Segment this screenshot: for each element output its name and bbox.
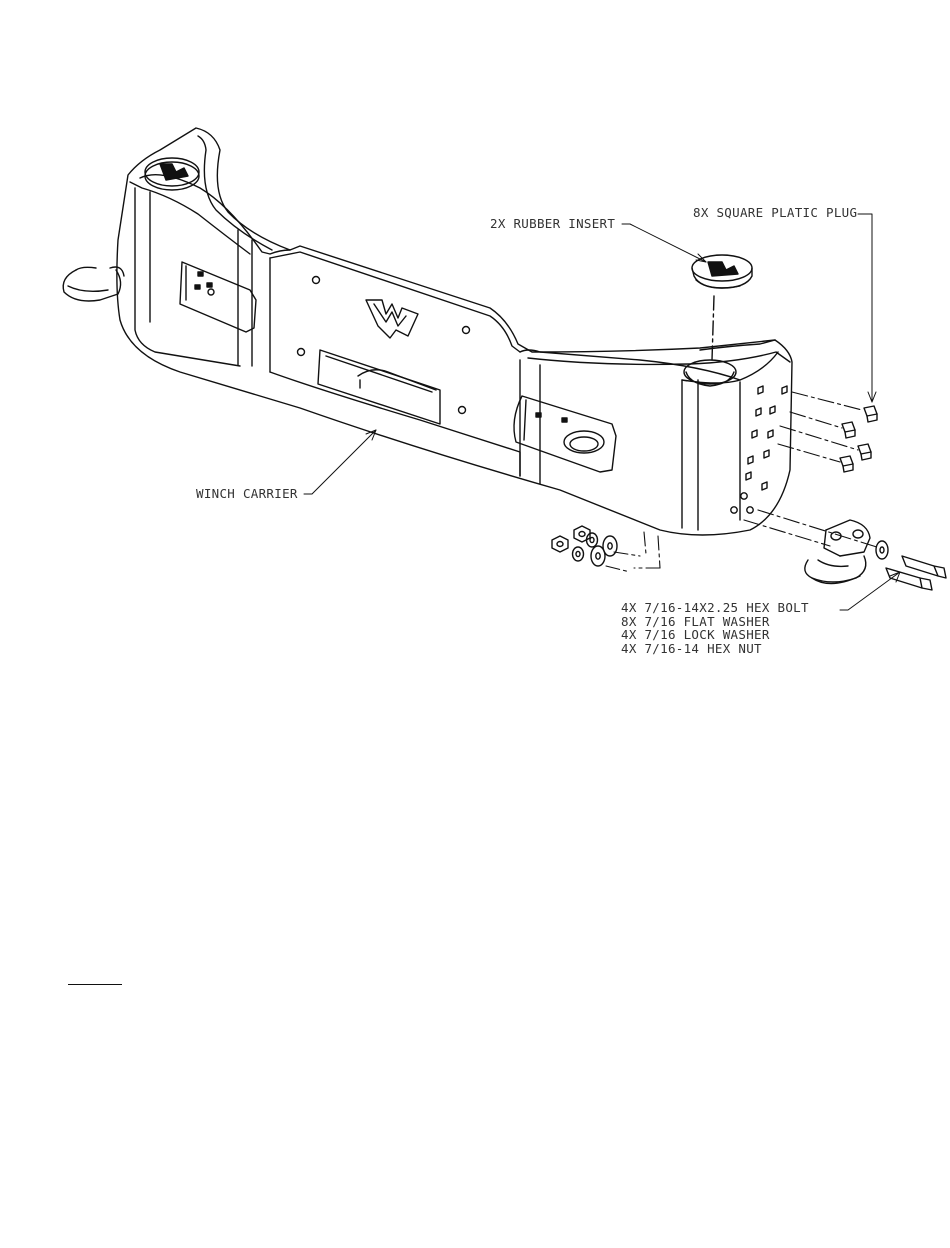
insert-centerline <box>712 296 714 360</box>
flat-washers <box>591 536 617 566</box>
hardware-hex-nut-label: 4X 7/16-14 HEX NUT <box>621 642 809 656</box>
bolt-centerlines <box>744 510 880 548</box>
right-shackle <box>805 520 870 584</box>
lock-washers <box>573 533 598 561</box>
left-top-cap <box>145 158 199 190</box>
winch-carrier-label: WINCH CARRIER <box>196 487 298 501</box>
right-end-holes <box>731 386 787 513</box>
left-shackle <box>63 267 124 301</box>
right-washers <box>876 541 888 559</box>
winch-carrier-body <box>117 128 792 535</box>
square-plugs <box>840 406 877 472</box>
hardware-flat-washer-label: 8X 7/16 FLAT WASHER <box>621 615 809 629</box>
center-plate-details <box>298 277 470 425</box>
square-plug-label: 8X SQUARE PLATIC PLUG <box>693 206 857 220</box>
hardware-lock-washer-label: 4X 7/16 LOCK WASHER <box>621 628 809 642</box>
rubber-insert-label: 2X RUBBER INSERT <box>490 217 615 231</box>
note-underline <box>68 984 122 985</box>
hardware-callout: 4X 7/16-14X2.25 HEX BOLT 8X 7/16 FLAT WA… <box>621 601 809 655</box>
left-slot-plate <box>180 262 256 332</box>
right-slot-plate <box>514 396 616 472</box>
hex-bolts <box>886 556 946 590</box>
hex-nuts <box>552 526 590 552</box>
hardware-bolt-label: 4X 7/16-14X2.25 HEX BOLT <box>621 601 809 615</box>
